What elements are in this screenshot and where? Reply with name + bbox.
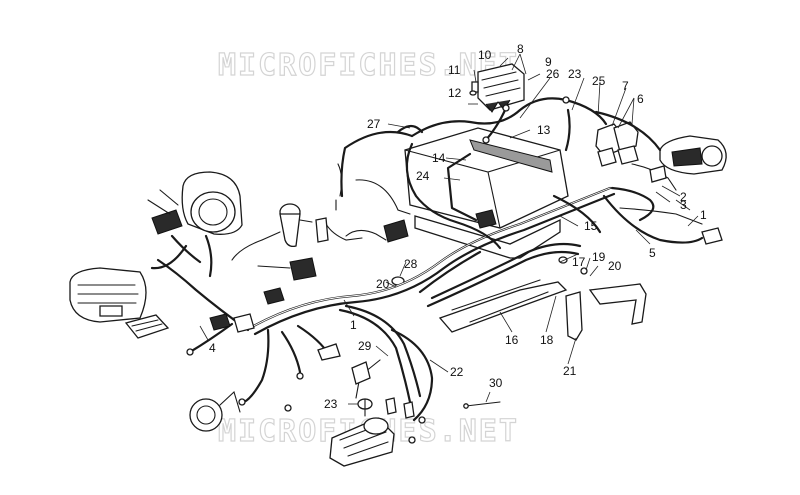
switch-block (289, 257, 317, 281)
connector-right (701, 227, 723, 245)
callout-1b: 1 (700, 208, 707, 222)
callout-22: 22 (450, 365, 464, 379)
lower-harness (338, 304, 434, 422)
callout-20b: 20 (608, 259, 622, 273)
callout-15: 15 (584, 219, 598, 233)
callout-17: 17 (572, 255, 586, 269)
rear-lights-wiring (552, 163, 704, 244)
callout-26: 26 (546, 67, 560, 81)
horn (189, 390, 241, 432)
callout-8: 8 (517, 42, 524, 56)
main-wiring-harness (150, 186, 616, 404)
callout-25: 25 (592, 74, 606, 88)
callout-13: 13 (537, 123, 551, 137)
callout-6: 6 (637, 92, 644, 106)
headlight (69, 267, 147, 323)
terminal-rings (186, 96, 570, 444)
instrument-cluster (147, 171, 243, 235)
battery-tray (438, 279, 568, 333)
leader-lines (199, 53, 699, 405)
callout-20a: 20 (376, 277, 390, 291)
tray-harness (418, 242, 582, 308)
callout-24: 24 (416, 169, 430, 183)
cable-tie (463, 401, 501, 409)
tail-light (659, 135, 727, 175)
callout-28: 28 (404, 257, 418, 271)
callout-29: 29 (358, 339, 372, 353)
callout-23b: 23 (568, 67, 582, 81)
callout-16: 16 (505, 333, 519, 347)
callout-11: 11 (448, 63, 461, 77)
callout-2: 2 (680, 190, 687, 204)
battery (404, 127, 569, 259)
callout-10: 10 (478, 48, 492, 62)
callout-23a: 23 (324, 397, 338, 411)
relay-module-left (124, 314, 170, 339)
callout-4: 4 (209, 341, 216, 355)
callout-5: 5 (649, 246, 656, 260)
callout-3: 3 (680, 198, 687, 212)
callout-27: 27 (367, 117, 381, 131)
side-stand-switch-bracket (565, 283, 647, 341)
callout-19: 19 (592, 250, 606, 264)
ignition-leads (231, 163, 387, 269)
relays (595, 121, 639, 167)
starter-motor (329, 417, 395, 467)
callout-14: 14 (432, 151, 446, 165)
fuse-box (477, 63, 525, 113)
callout-1: 1 (350, 318, 357, 332)
harness-connectors (209, 165, 667, 419)
callout-12: 12 (448, 86, 462, 100)
callout-labels: 1 1 2 3 4 5 6 7 8 9 10 11 12 13 14 15 16… (209, 42, 707, 411)
callout-21: 21 (563, 364, 577, 378)
watermark-top: MICROFICHES.NET (218, 48, 519, 83)
callout-30: 30 (489, 376, 503, 390)
callout-18: 18 (540, 333, 554, 347)
ignition-coil (261, 203, 313, 248)
callout-7: 7 (622, 79, 629, 93)
callout-9: 9 (545, 55, 552, 69)
